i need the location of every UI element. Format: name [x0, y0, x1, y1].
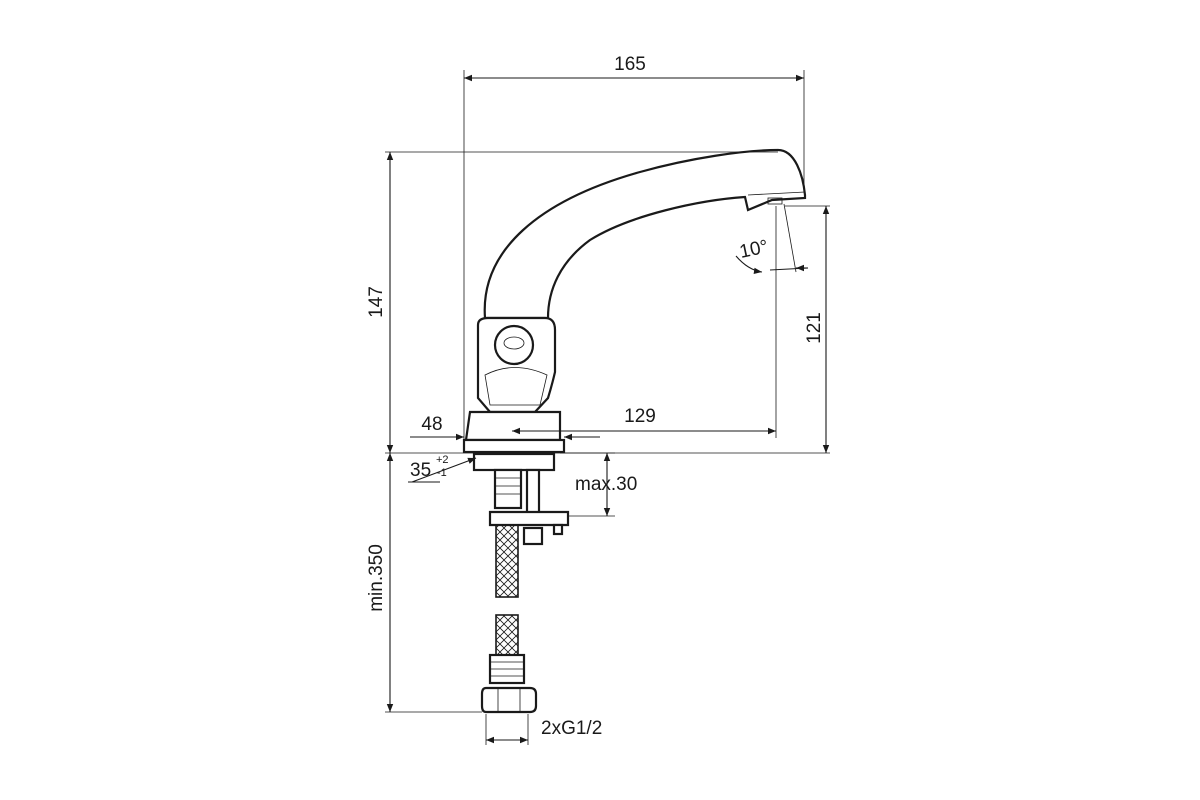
dimension-labels: 165 147 121 129 48 35 +2 -1 max.30 min.3…	[366, 54, 825, 739]
handle-knob-outer	[493, 324, 535, 366]
aerator	[747, 191, 806, 196]
clamp-nut	[522, 526, 544, 546]
handle-detail	[484, 367, 548, 406]
hose-upper	[495, 524, 519, 598]
mounting-flange	[472, 452, 556, 472]
mounting-assembly	[472, 452, 570, 546]
hole-diameter-label: 35	[410, 460, 431, 481]
hole-tolerance-plus: +2	[436, 454, 449, 466]
extension-lines	[385, 70, 830, 745]
spout-angle-label: 10°	[738, 236, 770, 263]
base-plate	[462, 438, 566, 454]
clamp-pin	[552, 523, 564, 536]
base-width-label: 48	[421, 414, 442, 435]
faucet-outline	[462, 148, 807, 454]
faucet-base	[464, 410, 562, 442]
aerator-outlet	[767, 197, 783, 205]
hole-tolerance-minus: -1	[437, 467, 447, 479]
spout	[483, 148, 807, 320]
dimension-lines	[386, 74, 830, 744]
max-deck-label: max.30	[575, 474, 637, 495]
overall-height-label: 147	[366, 286, 387, 318]
dim-line-hole-leader	[411, 457, 477, 483]
mounting-stud	[493, 468, 523, 510]
overall-width-label: 165	[614, 54, 646, 75]
spout-height-label: 121	[804, 312, 825, 344]
handle-knob-inner	[503, 336, 525, 350]
mounting-clamp	[488, 510, 570, 527]
flexible-hose	[480, 524, 538, 714]
angle-arc	[735, 255, 763, 275]
min-hose-label: min.350	[366, 544, 387, 612]
hose-lower	[495, 614, 519, 656]
connection-label: 2xG1/2	[541, 718, 602, 739]
spout-reach-label: 129	[624, 406, 656, 427]
hose-nut	[480, 686, 538, 714]
